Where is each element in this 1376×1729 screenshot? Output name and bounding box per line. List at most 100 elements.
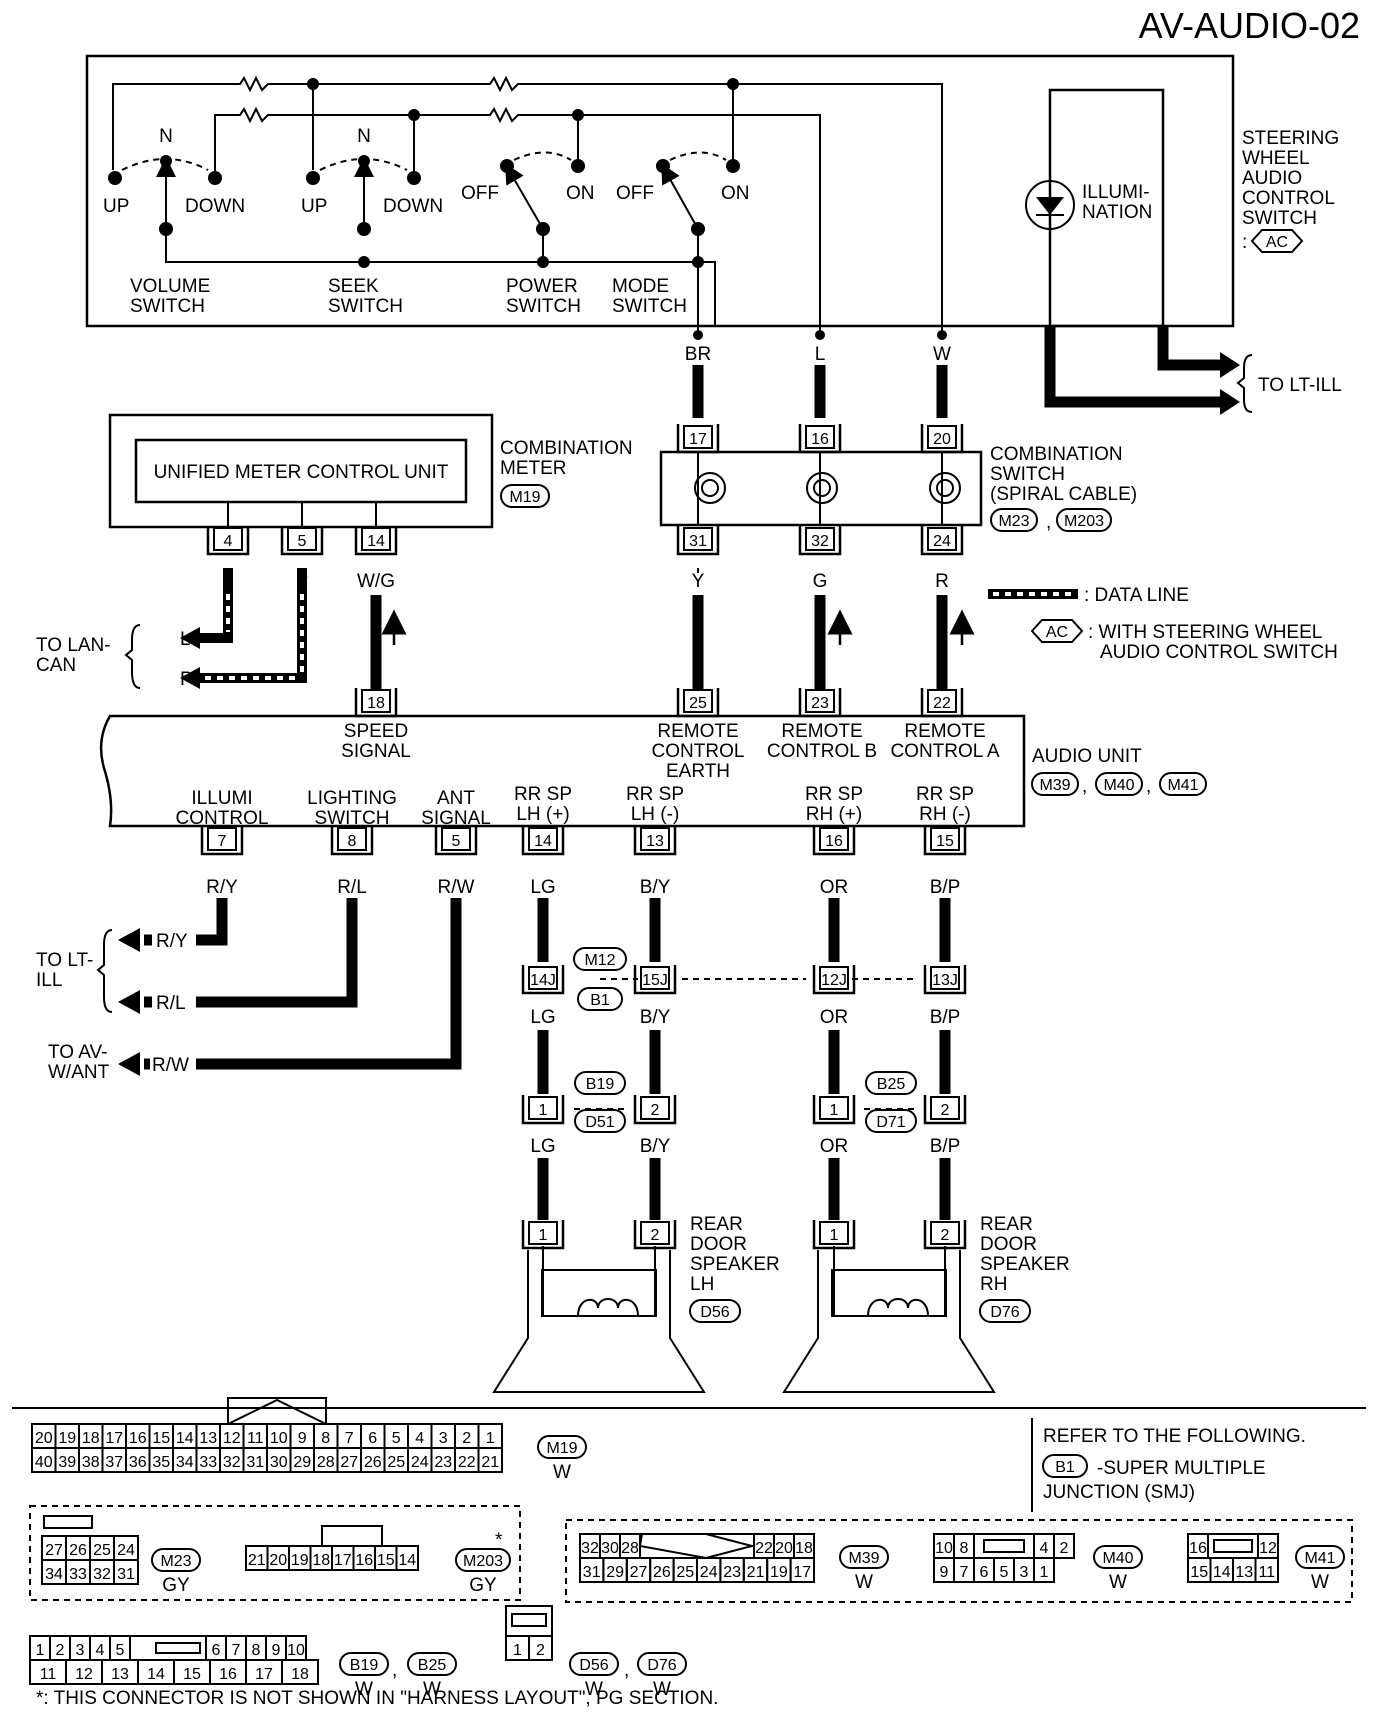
audio-top-pin-25: 25: [676, 688, 720, 718]
m203-row1-cell-18: 18: [312, 1552, 330, 1569]
door-pin-0-label: 1: [539, 1102, 548, 1119]
smj-pin-14J-label: 14J: [530, 972, 556, 989]
m40-row2-cell-7: 7: [960, 1564, 969, 1581]
m41-row1a: 16: [1187, 1533, 1209, 1559]
m19-row2-cell-35: 35: [152, 1454, 170, 1471]
connector-code-m39: M39: [1039, 777, 1070, 794]
wire-low-1: B/Y: [640, 1136, 671, 1157]
audio-bottom-pin-16: 16: [812, 826, 856, 856]
m23-row1-cell-24: 24: [117, 1542, 135, 1559]
m19-row1-cell-9: 9: [298, 1430, 307, 1447]
rear-door-speaker-lh: REAR DOOR SPEAKER LH D56: [492, 1214, 780, 1393]
cs-top-pin-16-label: 16: [811, 431, 829, 448]
power-switch-label: POWER: [506, 276, 578, 297]
to-lt-ill-audio-label: TO LT-: [36, 950, 93, 971]
legend-data-line: : DATA LINE: [1084, 585, 1189, 606]
audio-bottom-pin-5: 5: [434, 826, 478, 856]
seek-down-label: DOWN: [383, 196, 443, 217]
connector-code-b19: B19: [586, 1076, 615, 1093]
seek-n-label: N: [357, 126, 371, 147]
m203-row1-cell-16: 16: [355, 1552, 373, 1569]
b19-row1a-cell-2: 2: [56, 1642, 65, 1659]
m203-row1-cell-20: 20: [269, 1552, 287, 1569]
steering-switch-label-3: AUDIO: [1242, 168, 1302, 189]
m19-row1-cell-4: 4: [415, 1430, 424, 1447]
cs-top-pin-16: 16: [798, 424, 842, 454]
speaker-pin-2-label: 1: [830, 1227, 839, 1244]
b19-row2-cell-16: 16: [219, 1666, 237, 1683]
smj-pin-15J-label: 15J: [642, 972, 668, 989]
volume-down-label: DOWN: [185, 196, 245, 217]
speaker-pin-3: 2: [923, 1220, 967, 1250]
door-pin-1: 2: [633, 1095, 677, 1125]
power-off-label: OFF: [461, 183, 499, 204]
wire-y: Y: [692, 571, 705, 592]
m19-row1-cell-5: 5: [392, 1430, 401, 1447]
m19-row1-cell-14: 14: [176, 1430, 194, 1447]
door-pin-2-label: 1: [830, 1102, 839, 1119]
smj-pin-13J-label: 13J: [932, 972, 958, 989]
m19-row2-cell-36: 36: [129, 1454, 147, 1471]
remote-control-earth-label-3: EARTH: [666, 761, 730, 782]
speaker-lh-label-3: SPEAKER: [690, 1254, 780, 1275]
m19-row2-cell-26: 26: [364, 1454, 382, 1471]
m19-row1-cell-6: 6: [368, 1430, 377, 1447]
audio-bottom-pin-8: 8: [330, 826, 374, 856]
wire-rl: R/L: [337, 877, 367, 898]
m39-row2-cell-27: 27: [630, 1564, 648, 1581]
connector-code-d71: D71: [876, 1114, 905, 1131]
meter-pin-5: 5: [280, 526, 324, 556]
b19-code-color: W: [355, 1679, 373, 1700]
m19-row1-cell-1: 1: [486, 1430, 495, 1447]
m19-row2-cell-29: 29: [293, 1454, 311, 1471]
m23-row2-cell-31: 31: [117, 1566, 135, 1583]
mode-switch-label: MODE: [612, 276, 669, 297]
b19-row2-cell-13: 13: [111, 1666, 129, 1683]
m40-code-color: W: [1109, 1572, 1127, 1593]
speaker-pin-0: 1: [521, 1220, 565, 1250]
m19-row2-cell-28: 28: [317, 1454, 335, 1471]
audio-unit-label: AUDIO UNIT: [1032, 746, 1142, 767]
to-lt-ill-output: TO LT-ILL: [1044, 326, 1342, 415]
wire-ry: R/Y: [206, 877, 238, 898]
audio-top-pin-23: 23: [798, 688, 842, 718]
m19-row1-cell-8: 8: [321, 1430, 330, 1447]
legend: : DATA LINE AC : WITH STEERING WHEEL AUD…: [988, 585, 1338, 663]
b25-code: B25: [418, 1657, 447, 1674]
m39-row2-cell-17: 17: [793, 1564, 811, 1581]
b19-row1b-cell-10: 10: [287, 1642, 305, 1659]
b19-code: B19: [350, 1657, 379, 1674]
legend-ac-code: AC: [1046, 624, 1068, 641]
m40-row1b-cell-4: 4: [1040, 1540, 1049, 1557]
m19-row1-cell-10: 10: [270, 1430, 288, 1447]
seek-switch-label: SEEK: [328, 276, 379, 297]
speed-signal-label-2: SIGNAL: [341, 741, 411, 762]
speaker-rh-label: REAR: [980, 1214, 1033, 1235]
m39-row1a-cell-30: 30: [601, 1540, 619, 1557]
m40-row2-cell-5: 5: [1000, 1564, 1009, 1581]
refer-label-2: -SUPER MULTIPLE: [1097, 1458, 1266, 1479]
m41-row2-cell-15: 15: [1190, 1564, 1208, 1581]
b19-row1a-cell-1: 1: [36, 1642, 45, 1659]
cs-bottom-pin-31-label: 31: [689, 533, 707, 550]
seek-up-label: UP: [301, 196, 327, 217]
audio-bottom-pin-14-label: 14: [534, 833, 552, 850]
m19-row1-cell-17: 17: [105, 1430, 123, 1447]
page-title: AV-AUDIO-02: [1139, 5, 1360, 46]
m19-row2-cell-23: 23: [434, 1454, 452, 1471]
audio-top-pin-18: 18: [354, 688, 398, 718]
connector-code-d51: D51: [585, 1114, 614, 1131]
m19-row2-cell-30: 30: [270, 1454, 288, 1471]
m40-row2-cell-6: 6: [980, 1564, 989, 1581]
speaker-lh-label: REAR: [690, 1214, 743, 1235]
speaker-pin-0-label: 1: [539, 1227, 548, 1244]
lighting-switch-label-2: SWITCH: [315, 808, 390, 829]
m203-star: *: [495, 1530, 503, 1551]
combination-switch-label: COMBINATION: [990, 444, 1123, 465]
legend-ac-text-2: AUDIO CONTROL SWITCH: [1100, 642, 1338, 663]
